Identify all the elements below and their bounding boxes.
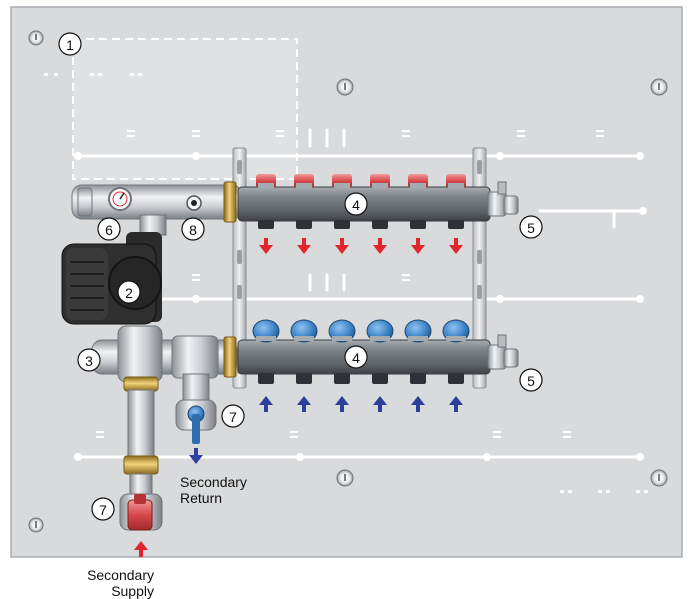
supply-brass-nut (224, 182, 236, 222)
svg-text:2: 2 (125, 285, 133, 301)
svg-text:4: 4 (352, 197, 360, 213)
svg-text:5: 5 (527, 373, 535, 389)
secondary-supply-label-line1: Secondary (64, 567, 154, 583)
secondary-return-label: Secondary Return (180, 474, 247, 506)
svg-text:7: 7 (229, 409, 237, 425)
callout-6: 6 (98, 218, 120, 240)
callout-5-return: 5 (520, 369, 542, 391)
mount-hole-icon (337, 79, 353, 95)
circulation-pump (62, 232, 162, 324)
svg-text:1: 1 (66, 37, 74, 53)
callout-5-flow: 5 (520, 216, 542, 238)
secondary-supply-label-line2: Supply (64, 583, 154, 599)
svg-text:8: 8 (189, 222, 197, 238)
callout-4-flow: 4 (345, 193, 367, 215)
callout-2: 2 (118, 281, 140, 303)
secondary-return-label-line1: Secondary (180, 474, 247, 490)
svg-text:7: 7 (99, 502, 107, 518)
mount-hole-icon (651, 79, 667, 95)
callout-7-supply: 7 (92, 498, 114, 520)
svg-text:6: 6 (105, 222, 113, 238)
mount-hole-icon (651, 470, 667, 486)
mount-hole-icon (337, 470, 353, 486)
thermometer-icon (109, 188, 131, 210)
callout-4-return: 4 (345, 346, 367, 368)
svg-text:4: 4 (352, 350, 360, 366)
mount-hole-icon (29, 31, 43, 45)
secondary-return-label-line2: Return (180, 490, 247, 506)
svg-text:3: 3 (85, 353, 93, 369)
callout-7-return: 7 (222, 405, 244, 427)
secondary-supply-label: Secondary Supply (64, 567, 154, 599)
callout-8: 8 (182, 218, 204, 240)
sensor-port-icon (187, 196, 201, 210)
callout-3: 3 (78, 349, 100, 371)
svg-text:5: 5 (527, 220, 535, 236)
panel-zone (73, 39, 297, 179)
mount-hole-icon (29, 518, 43, 532)
callout-1: 1 (59, 33, 81, 55)
